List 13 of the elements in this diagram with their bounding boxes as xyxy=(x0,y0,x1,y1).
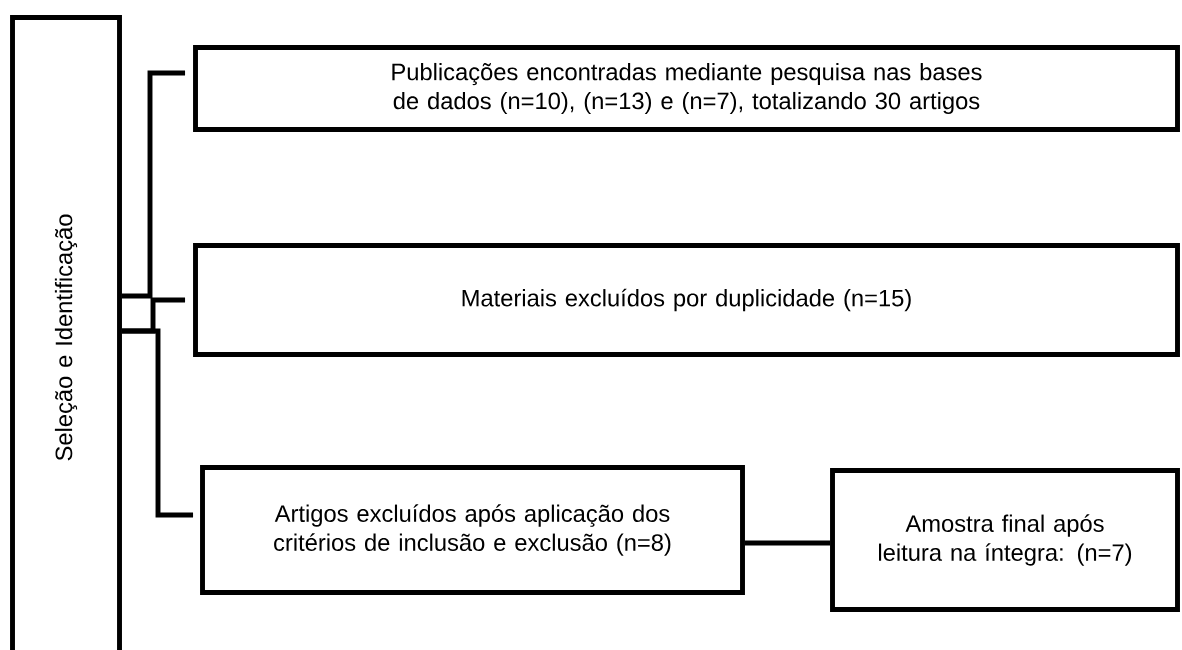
box-text: Materiais excluídos por duplicidade (n=15) xyxy=(462,288,911,312)
process-box xyxy=(830,468,1180,612)
box-text: Seleção e Identificação xyxy=(54,214,78,461)
process-box xyxy=(200,465,745,595)
connector-line xyxy=(121,328,194,518)
box-text: Artigos excluídos após aplicação dos critérios de inclusão e exclusão (n=8) xyxy=(274,504,671,556)
box-text: Publicações encontradas mediante pesquisa nas bases de dados (n=10), (n=13) e (n=7), totalizando 30 artigos xyxy=(392,62,982,115)
connector-line xyxy=(744,540,831,546)
connector-line xyxy=(121,70,186,299)
process-box xyxy=(193,243,1180,357)
process-box xyxy=(193,45,1180,132)
box-text: Amostra final após leitura na íntegra: (n=7) xyxy=(879,514,1132,566)
process-box xyxy=(10,15,122,650)
